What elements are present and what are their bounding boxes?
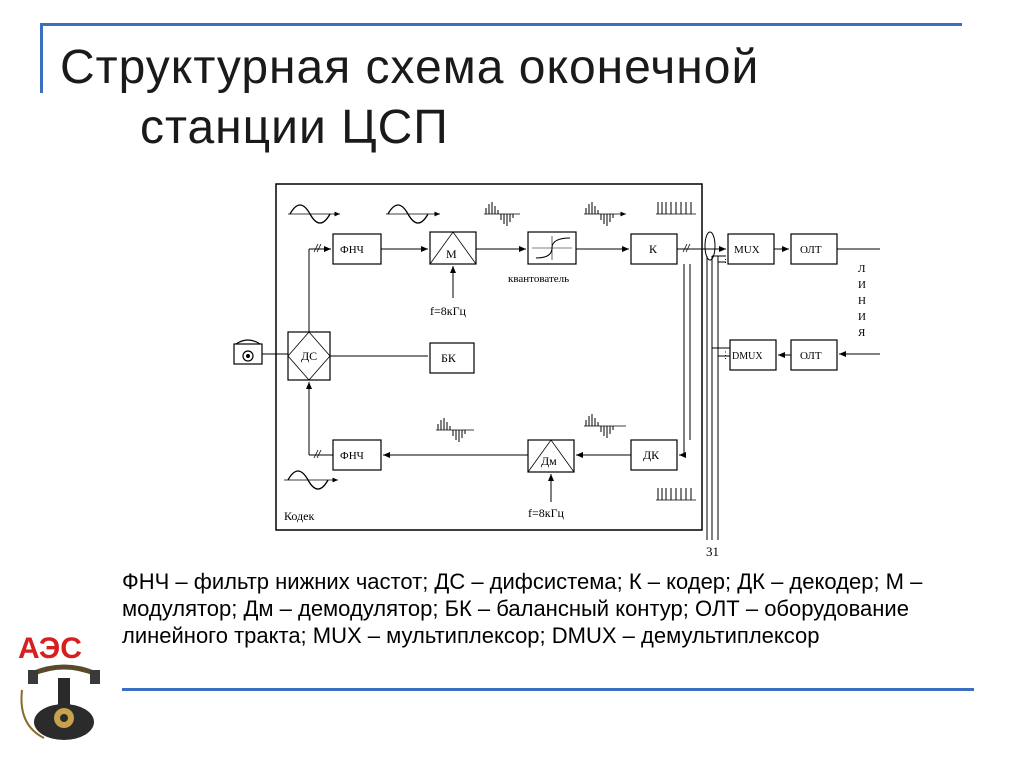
logo-text: АЭС <box>18 632 82 665</box>
digital-pulses-icon-rx <box>656 488 696 501</box>
quantizer-label: квантователь <box>508 273 569 285</box>
coder-label: К <box>649 242 658 256</box>
left-rule <box>40 23 43 93</box>
ds-block: ДС <box>287 331 331 381</box>
line-letter-4: И <box>858 311 866 323</box>
pam-samples-icon <box>484 202 520 226</box>
olt-rx-label: ОЛТ <box>800 350 822 362</box>
quantizer-block <box>527 231 577 265</box>
coder-block <box>630 233 678 265</box>
line-label: Л И Н И Я <box>858 263 866 339</box>
tick-2 <box>316 243 322 253</box>
bk-label: БК <box>441 351 457 365</box>
fnch-rx-block <box>332 439 382 471</box>
sine-wave-icon-rx <box>284 470 338 490</box>
line-letter-5: Я <box>858 327 866 339</box>
tick-6 <box>316 449 322 459</box>
digital-pulses-icon <box>656 202 696 215</box>
codec-frame <box>275 183 703 531</box>
dmux-block <box>729 339 777 371</box>
freq-bottom-label: f=8кГц <box>528 506 565 520</box>
tick-3 <box>682 243 688 253</box>
aes-logo: АЭС <box>18 632 100 740</box>
codec-label: Кодек <box>284 509 314 523</box>
mux-block <box>727 233 775 265</box>
line-letter-2: И <box>858 279 866 291</box>
freq-top-label: f=8кГц <box>430 304 467 318</box>
title-line-1: Структурная схема оконечной <box>60 41 760 94</box>
quantized-samples-icon <box>584 202 626 226</box>
sine-wave-icon-2 <box>386 204 440 224</box>
pam-samples-icon-rx <box>436 418 474 442</box>
mod-block: М <box>429 231 477 265</box>
title-line-2: станции ЦСП <box>140 101 449 154</box>
line-letter-3: Н <box>858 295 866 307</box>
legend: ФНЧ – фильтр нижних частот; ДС – дифсист… <box>122 569 923 648</box>
fnch-rx-label: ФНЧ <box>340 450 364 462</box>
vintage-telephone-icon <box>20 664 100 740</box>
olt-tx-block <box>790 233 838 265</box>
bundle-ellipse <box>704 231 716 261</box>
olt-tx-label: ОЛТ <box>800 244 822 256</box>
top-rule <box>40 23 962 26</box>
mod-label: М <box>446 247 457 261</box>
channel-count-label: 31 <box>706 544 719 559</box>
decoder-label: ДК <box>643 448 660 462</box>
line-letter-1: Л <box>858 263 866 275</box>
demod-block: Дм <box>527 439 575 473</box>
bus-dots-top: ⋮ <box>721 254 730 264</box>
fnch-tx-label: ФНЧ <box>340 244 364 256</box>
dmux-label: DMUX <box>732 351 763 362</box>
bk-block <box>429 342 475 374</box>
tick-5 <box>313 449 319 459</box>
fnch-tx-block <box>332 233 382 265</box>
demod-label: Дм <box>541 454 557 468</box>
decoder-block <box>630 439 678 471</box>
mux-label: MUX <box>734 244 760 256</box>
olt-rx-block <box>790 339 838 371</box>
tick-4 <box>685 243 691 253</box>
page-title: Структурная схема оконечной станции ЦСП <box>60 38 759 158</box>
ds-label: ДС <box>301 349 317 363</box>
telephone-icon <box>233 339 263 365</box>
bottom-rule <box>122 688 974 691</box>
sine-wave-icon <box>288 204 340 224</box>
decoded-samples-icon <box>584 414 626 438</box>
bus-dots-bottom: ⋮ <box>721 350 730 360</box>
tick-1 <box>313 243 319 253</box>
